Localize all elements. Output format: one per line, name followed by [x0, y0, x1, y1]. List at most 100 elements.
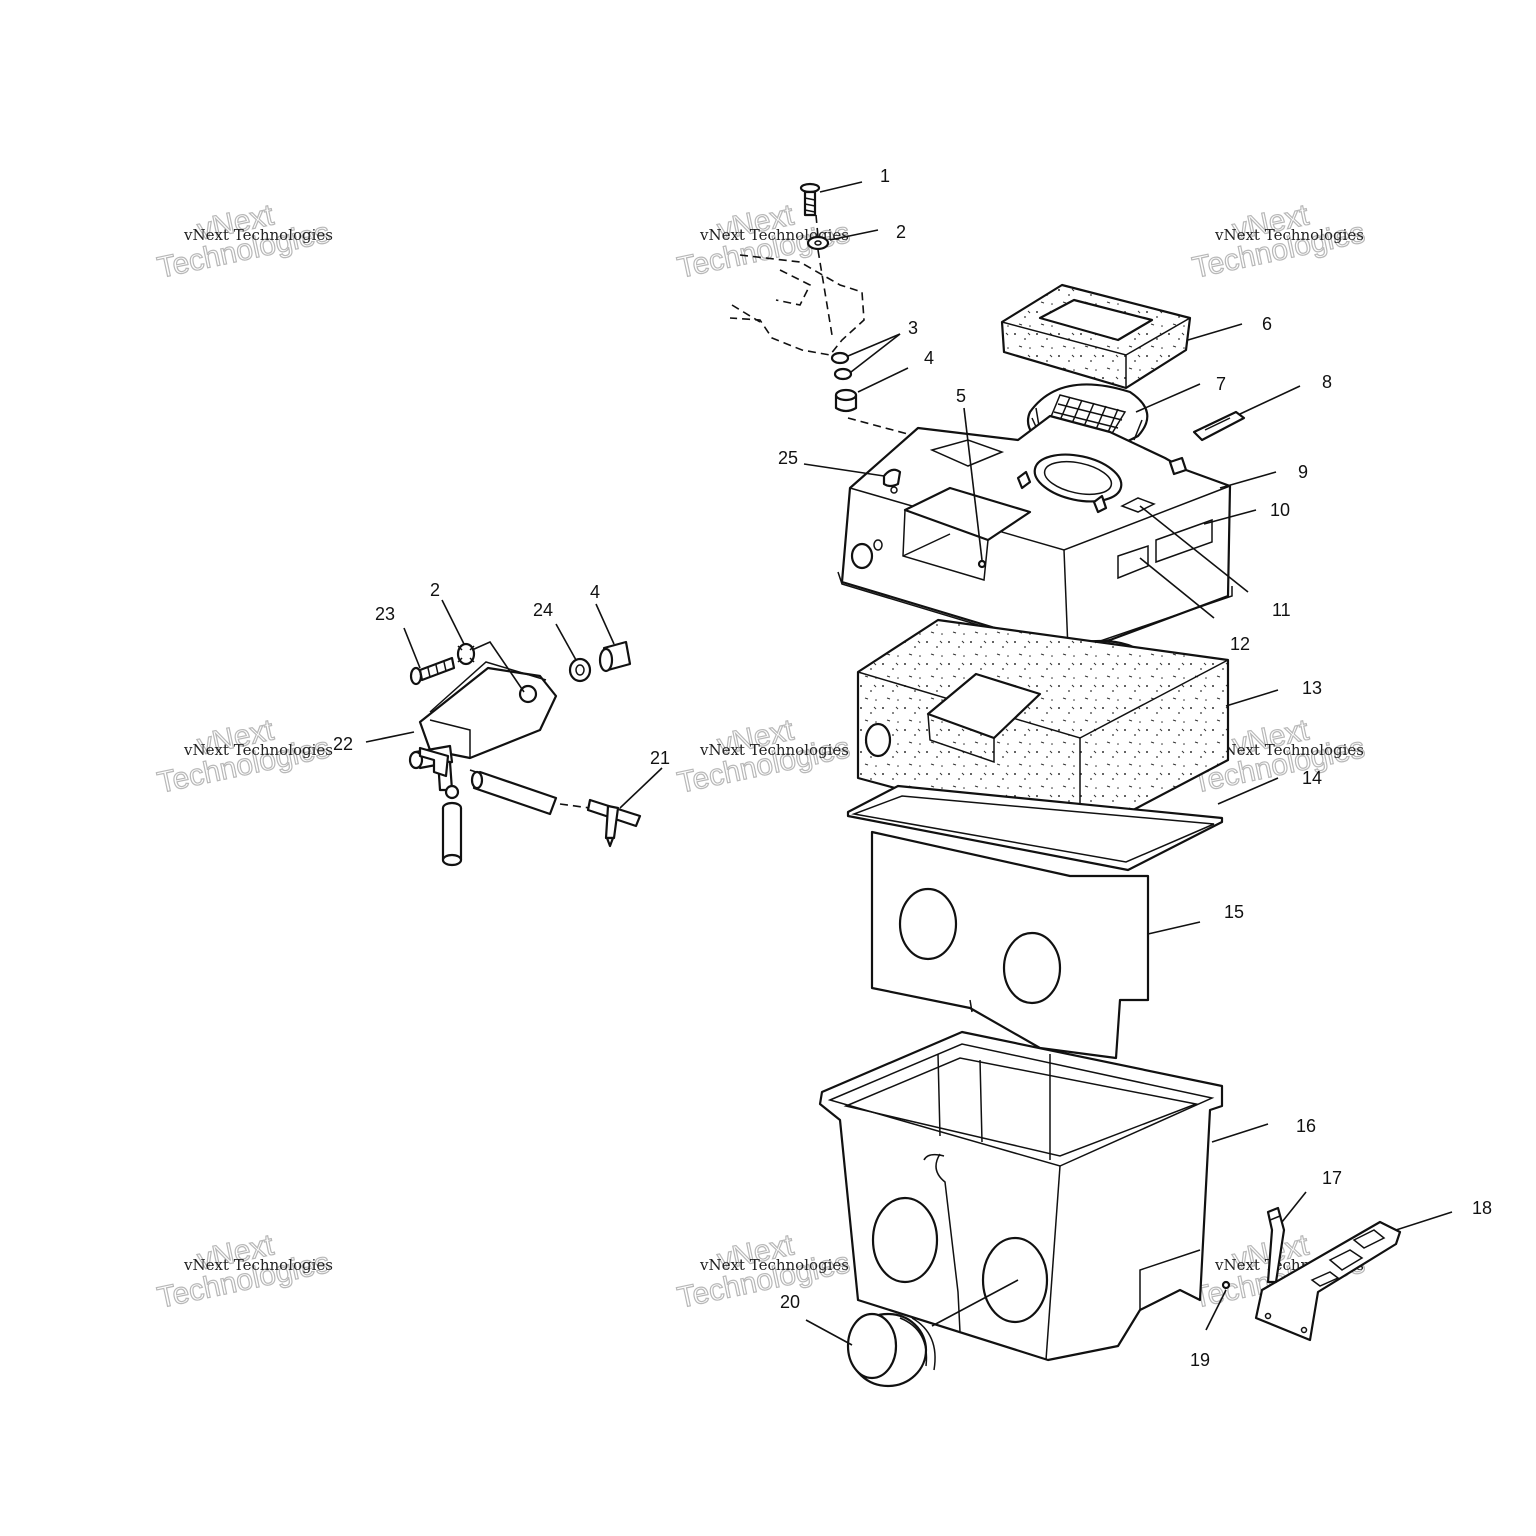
callout-25: 25	[778, 448, 798, 468]
callout-24: 24	[533, 600, 553, 620]
callout-12: 12	[1230, 634, 1250, 654]
leader-10	[1203, 509, 1257, 525]
watermark-top-right: vNext Technologies vNext Technologies	[1189, 198, 1368, 286]
washer-part-3	[830, 351, 853, 381]
callout-13: 13	[1302, 678, 1322, 698]
grommet-part-4	[834, 388, 858, 413]
tee-fitting-part-21	[586, 798, 642, 848]
leader-7	[1135, 383, 1201, 413]
callout-21: 21	[650, 748, 670, 768]
leader-14	[1217, 777, 1279, 805]
callout-numbers: 1 2 3 4 5 6 7 8 9 10 11 12 13 14 15 16 1…	[333, 166, 1492, 1370]
callout-4-left: 4	[590, 582, 600, 602]
callout-6: 6	[1262, 314, 1272, 334]
svg-text:vNext Technologies: vNext Technologies	[699, 1256, 849, 1274]
pulse-valve-part-22	[408, 661, 558, 792]
screw-part-1	[799, 182, 821, 217]
callout-20: 20	[780, 1292, 800, 1312]
callout-2-left: 2	[430, 580, 440, 600]
washer-part-2-left	[456, 642, 476, 666]
clamp-part-17	[1266, 1206, 1286, 1284]
callout-11: 11	[1272, 600, 1291, 620]
rivet-part-19	[1221, 1280, 1231, 1290]
leader-21	[619, 767, 663, 809]
hose-axis-line	[469, 769, 591, 809]
leader-16	[1211, 1123, 1269, 1143]
leader-15	[1147, 921, 1201, 935]
leader-20	[805, 1319, 853, 1346]
leader-1	[819, 181, 863, 193]
callout-16: 16	[1296, 1116, 1316, 1136]
leader-4	[857, 367, 909, 393]
leader-3a	[847, 333, 901, 357]
callout-2: 2	[896, 222, 906, 242]
svg-text:vNext Technologies: vNext Technologies	[183, 226, 333, 244]
foam-filter-part-6	[1000, 283, 1192, 390]
airbox-body-part-16	[818, 1030, 1224, 1362]
washer-part-2-top	[806, 235, 830, 251]
watermark-bottom-left: vNext Technologies vNext Technologies	[154, 1228, 333, 1316]
callout-4: 4	[924, 348, 934, 368]
watermark-middle-center: vNext Technologies vNext Technologies	[674, 713, 853, 801]
callout-18: 18	[1472, 1198, 1492, 1218]
coupler-part-20	[846, 1312, 936, 1388]
spacer-part-4-left	[598, 640, 632, 673]
callout-23: 23	[375, 604, 395, 624]
leader-12	[1139, 557, 1215, 619]
assembly-axis-line	[815, 214, 833, 336]
foam-prefilter-part-13	[856, 618, 1230, 840]
svg-text:vNext Technologies: vNext Technologies	[183, 1256, 333, 1274]
elbow-fitting-part	[418, 746, 460, 800]
svg-text:vNext Technologies: vNext Technologies	[1214, 741, 1364, 759]
callout-15: 15	[1224, 902, 1244, 922]
hose-part-middle	[470, 770, 558, 816]
watermark-top-left: vNext Technologies vNext Technologies	[154, 198, 333, 286]
baffle-part-15	[870, 830, 1150, 1060]
leader-2	[829, 229, 879, 241]
watermark-bottom-center: vNext Technologies vNext Technologies	[674, 1228, 853, 1316]
leader-2-left	[441, 599, 465, 645]
callout-1: 1	[880, 166, 890, 186]
leader-9	[1219, 471, 1277, 489]
callout-14: 14	[1302, 768, 1322, 788]
callout-5: 5	[956, 386, 966, 406]
svg-text:vNext Technologies: vNext Technologies	[1214, 226, 1364, 244]
leader-lines	[365, 181, 1453, 1346]
mounting-bracket-phantom	[729, 254, 865, 356]
leader-8	[1239, 385, 1301, 415]
fastener-axis-line	[471, 640, 525, 693]
hose-part-lower	[441, 801, 463, 867]
leader-20b	[931, 1279, 1019, 1327]
leader-24	[555, 623, 577, 661]
watermark-middle-left: vNext Technologies vNext Technologies	[154, 713, 333, 801]
callout-8: 8	[1322, 372, 1332, 392]
leader-22	[365, 731, 415, 743]
callout-7: 7	[1216, 374, 1226, 394]
leader-18	[1395, 1211, 1453, 1231]
leader-13	[1225, 689, 1279, 707]
bracket-part-18	[1254, 1220, 1402, 1342]
callout-3: 3	[908, 318, 918, 338]
leader-23	[403, 627, 421, 669]
leader-3b	[850, 333, 901, 373]
leader-19	[1205, 1289, 1227, 1331]
callout-19: 19	[1190, 1350, 1210, 1370]
airbox-lid-part-9	[837, 414, 1233, 653]
gasket-part-14	[846, 784, 1224, 872]
callout-9: 9	[1298, 462, 1308, 482]
clip-part-25	[882, 468, 902, 494]
leader-6	[1187, 323, 1243, 341]
leader-17	[1281, 1191, 1307, 1223]
callout-10: 10	[1270, 500, 1290, 520]
svg-text:vNext Technologies: vNext Technologies	[699, 741, 849, 759]
leader-11	[1139, 505, 1249, 593]
leader-25	[803, 463, 885, 477]
callout-17: 17	[1322, 1168, 1342, 1188]
leader-5	[963, 407, 983, 561]
washer-part-24	[568, 657, 592, 683]
screw-part-23	[409, 656, 456, 686]
strip-part-8	[1192, 410, 1246, 442]
svg-text:vNext Technologies: vNext Technologies	[183, 741, 333, 759]
callout-22: 22	[333, 734, 353, 754]
